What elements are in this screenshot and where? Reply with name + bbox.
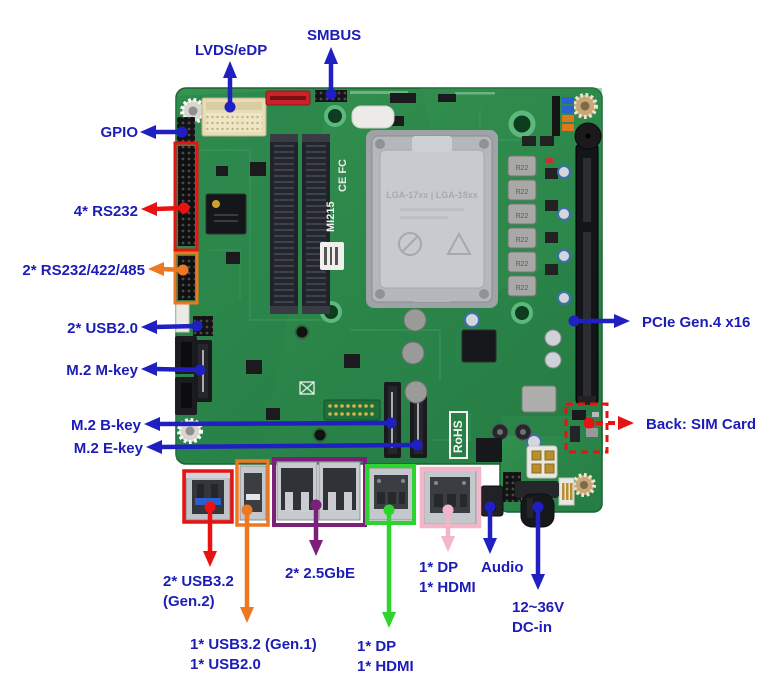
label-rs232: 4* RS232 xyxy=(73,203,138,220)
mounting-hole xyxy=(572,473,596,497)
label-audio: Audio xyxy=(481,559,524,576)
label-dc-in-line2: DC-in xyxy=(512,619,552,636)
dp-hdmi-green-arrow xyxy=(382,504,396,628)
lan-ports xyxy=(276,461,361,521)
usb32-gen2-port xyxy=(185,471,231,521)
inductor-label: R22 xyxy=(516,165,529,172)
audio-arrow xyxy=(483,501,497,554)
inductor-label: R22 xyxy=(516,261,529,268)
usb2-header-arrow xyxy=(141,320,203,334)
m2-ekey-arrow xyxy=(146,439,423,454)
pch-chip xyxy=(461,329,497,363)
sata-connectors xyxy=(175,336,197,415)
rohs-mark: RoHS xyxy=(449,411,468,459)
usb32-gen1-highlight-box xyxy=(235,459,270,527)
usb32-gen1-arrow xyxy=(240,504,254,623)
label-usb2-header: 2* USB2.0 xyxy=(67,320,138,337)
usb32-gen2-arrow xyxy=(203,501,217,567)
lvds-arrow xyxy=(223,61,237,113)
jumper-blocks xyxy=(552,96,574,136)
label-usb32-gen2: 2* USB3.2 (Gen.2) xyxy=(163,572,234,612)
pcie-arrow xyxy=(568,314,630,328)
rs232-headers xyxy=(178,146,195,246)
label-dp-hdmi-pink: 1* DP 1* HDMI xyxy=(419,558,476,598)
label-dp-hdmi-green: 1* DP 1* HDMI xyxy=(357,637,414,677)
power-inductor xyxy=(521,385,557,413)
dp-hdmi-pink-highlight-box xyxy=(419,466,482,529)
label-m2-mkey: M.2 M-key xyxy=(66,362,138,379)
sim-highlight-box xyxy=(564,402,609,454)
mounting-holes xyxy=(177,93,598,497)
vrm-inductors: R22 R22 R22 R22 R22 R22 xyxy=(507,136,558,297)
gpio-arrow xyxy=(140,125,188,139)
rs232-highlight-box xyxy=(173,141,199,252)
sim-area-components xyxy=(570,410,599,442)
label-dp-hdmi-pink-line1: 1* DP xyxy=(419,559,459,576)
inductor-label: R22 xyxy=(516,285,529,292)
inductor-label: R22 xyxy=(516,237,529,244)
label-lvds-edp: LVDS/eDP xyxy=(195,42,268,59)
ethernet-controller-chip xyxy=(205,193,247,235)
label-gpio: GPIO xyxy=(100,124,138,141)
rohs-text: RoHS xyxy=(451,420,465,453)
label-usb32-gen1-line2: 1* USB2.0 xyxy=(190,656,261,673)
rs422-arrow xyxy=(148,262,189,276)
dc-in-arrow xyxy=(531,501,545,590)
model-silkscreen: MI215 xyxy=(325,201,337,232)
label-pcie: PCIe Gen.4 x16 xyxy=(642,314,751,331)
misc-small-chips xyxy=(216,116,404,420)
label-dc-in: 12~36V DC-in xyxy=(512,598,564,638)
atx-4pin-power xyxy=(526,445,558,479)
sodimm-slots xyxy=(270,134,330,314)
label-lan: 2* 2.5GbE xyxy=(285,565,356,582)
mounting-hole xyxy=(572,93,598,119)
smbus-arrow xyxy=(324,47,338,100)
label-dp-hdmi-green-line2: 1* HDMI xyxy=(357,658,414,675)
dp-hdmi-pink-arrow xyxy=(441,504,455,552)
small-top-connectors xyxy=(390,93,456,103)
label-dp-hdmi-green-line1: 1* DP xyxy=(357,638,397,655)
front-panel-header xyxy=(323,399,381,421)
label-smbus: SMBUS xyxy=(307,27,362,44)
callout-arrows-blue xyxy=(140,47,630,590)
label-m2-ekey: M.2 E-key xyxy=(73,440,143,457)
label-usb32-gen1: 1* USB3.2 (Gen.1) 1* USB2.0 xyxy=(190,635,317,675)
cert-marks: CE FC xyxy=(337,159,349,192)
label-dc-in-line1: 12~36V xyxy=(512,599,565,616)
label-sim: Back: SIM Card xyxy=(646,416,757,433)
label-dp-hdmi-pink-line2: 1* HDMI xyxy=(419,579,476,596)
red-wafer-connector xyxy=(265,90,311,106)
silkscreen-marks: CE FC MI215 xyxy=(320,159,349,270)
label-usb32-gen2-line2: (Gen.2) xyxy=(163,593,215,610)
label-usb32-gen1-line1: 1* USB3.2 (Gen.1) xyxy=(190,636,317,653)
rs422-header xyxy=(178,256,195,300)
lan-arrow xyxy=(309,499,323,556)
dp-hdmi-port-internal xyxy=(368,467,414,521)
inductor-label: R22 xyxy=(516,189,529,196)
buzzer xyxy=(574,122,602,150)
pcie-x16-slot xyxy=(557,143,599,405)
barcode-sticker xyxy=(320,242,344,270)
sim-arrow xyxy=(583,416,634,430)
label-usb32-gen2-line1: 2* USB3.2 xyxy=(163,573,234,590)
callout-arrows-colored xyxy=(141,202,634,628)
m2-bkey-arrow xyxy=(144,417,397,431)
round-inductors xyxy=(401,308,428,404)
cpu-socket: LGA-17xx | LGA-18xx xyxy=(351,105,498,308)
m2-mkey-arrow xyxy=(141,362,206,376)
inductor-label: R22 xyxy=(516,213,529,220)
fan-header xyxy=(558,477,575,506)
rs422-highlight-box xyxy=(173,251,199,305)
label-m2-bkey: M.2 B-key xyxy=(70,417,141,434)
label-rs232-422-485: 2* RS232/422/485 xyxy=(22,262,145,279)
socket-type-text: LGA-17xx | LGA-18xx xyxy=(386,190,478,200)
rs232-arrow xyxy=(141,202,190,216)
